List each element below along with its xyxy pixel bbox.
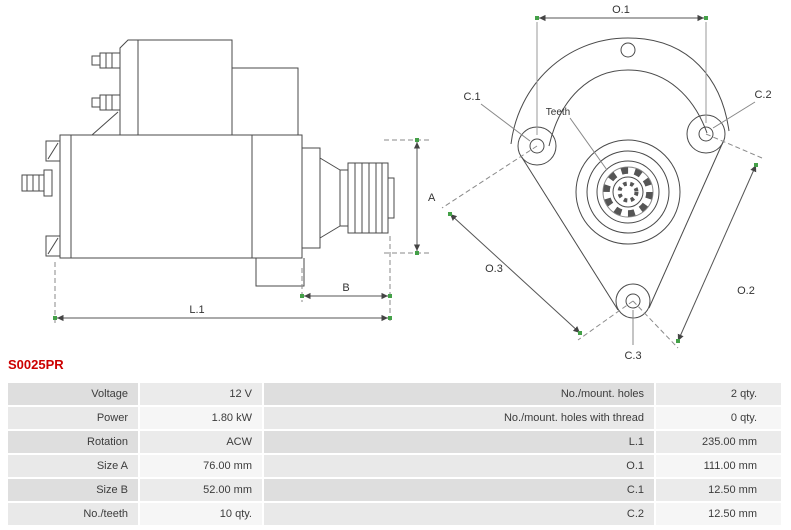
spec-row: Size B 52.00 mm C.1 12.50 mm <box>8 478 783 502</box>
side-view-dimensions <box>54 139 430 324</box>
spec-row: No./teeth 10 qty. C.2 12.50 mm <box>8 502 783 526</box>
dim-label-o3: O.3 <box>485 263 503 275</box>
dim-label-l1: L.1 <box>189 304 204 316</box>
spec-label: C.2 <box>264 502 656 526</box>
spec-label: Voltage <box>8 382 140 406</box>
spec-row: Power 1.80 kW No./mount. holes with thre… <box>8 406 783 430</box>
teeth-label: Teeth <box>546 107 570 118</box>
spec-row: Rotation ACW L.1 235.00 mm <box>8 430 783 454</box>
dim-label-o2: O.2 <box>737 285 755 297</box>
spec-value: 10 qty. <box>140 502 264 526</box>
dimension-handles <box>53 16 758 343</box>
spec-label: Rotation <box>8 430 140 454</box>
spec-value: 12 V <box>140 382 264 406</box>
front-view-dimensions <box>441 14 763 349</box>
starter-front-view <box>510 37 730 319</box>
spec-value: ACW <box>140 430 264 454</box>
spec-value: 2 qty. <box>656 382 783 406</box>
dim-label-a: A <box>428 192 436 204</box>
spec-value: 52.00 mm <box>140 478 264 502</box>
spec-label: Size B <box>8 478 140 502</box>
dim-label-c2: C.2 <box>754 89 771 101</box>
part-number: S0025PR <box>8 357 64 372</box>
spec-label: No./mount. holes with thread <box>264 406 656 430</box>
spec-label: No./mount. holes <box>264 382 656 406</box>
spec-value: 12.50 mm <box>656 502 783 526</box>
spec-row: Voltage 12 V No./mount. holes 2 qty. <box>8 382 783 406</box>
spec-label: No./teeth <box>8 502 140 526</box>
dim-label-b: B <box>342 282 349 294</box>
spec-label: L.1 <box>264 430 656 454</box>
spec-label: O.1 <box>264 454 656 478</box>
dim-label-c1: C.1 <box>463 91 480 103</box>
technical-drawing: A B L.1 <box>21 4 772 362</box>
spec-label: Size A <box>8 454 140 478</box>
spec-value: 12.50 mm <box>656 478 783 502</box>
dim-label-c3: C.3 <box>624 350 641 362</box>
dim-label-o1: O.1 <box>612 4 630 16</box>
spec-value: 0 qty. <box>656 406 783 430</box>
spec-label: C.1 <box>264 478 656 502</box>
spec-table: Voltage 12 V No./mount. holes 2 qty. Pow… <box>8 382 783 526</box>
spec-value: 235.00 mm <box>656 430 783 454</box>
spec-value: 111.00 mm <box>656 454 783 478</box>
spec-value: 1.80 kW <box>140 406 264 430</box>
spec-label: Power <box>8 406 140 430</box>
spec-value: 76.00 mm <box>140 454 264 478</box>
starter-side-view <box>21 39 395 287</box>
spec-row: Size A 76.00 mm O.1 111.00 mm <box>8 454 783 478</box>
